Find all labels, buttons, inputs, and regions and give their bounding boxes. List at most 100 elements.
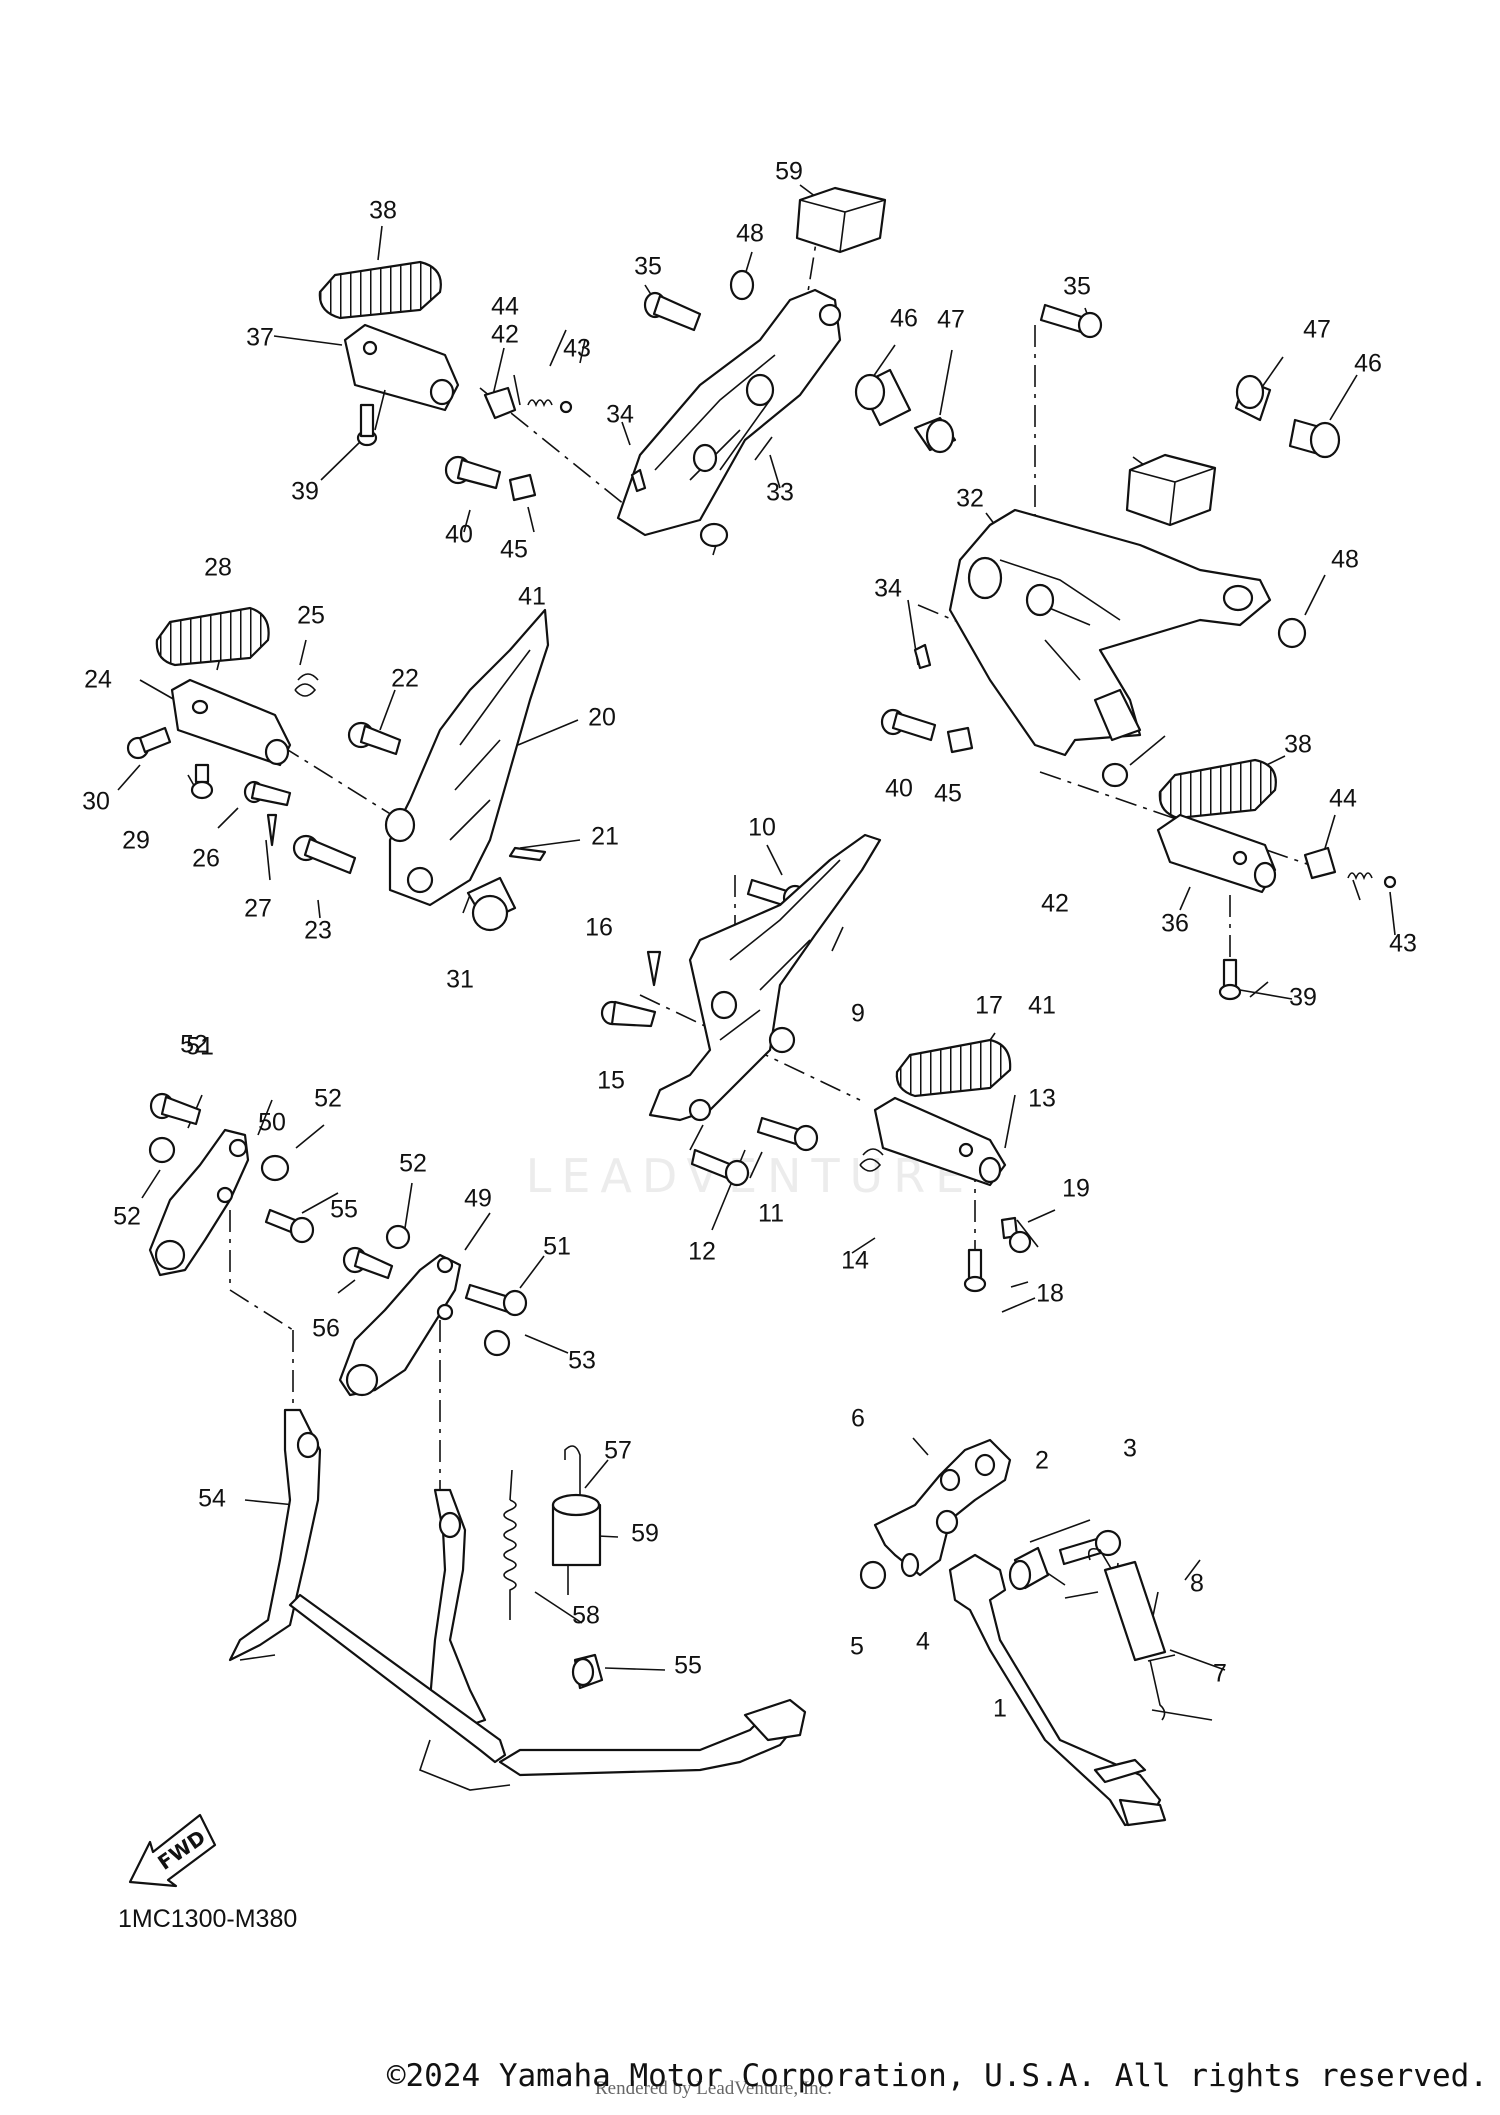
nut-41-top <box>699 522 729 548</box>
bolt-51-left <box>149 1092 202 1126</box>
callout-label: 45 <box>500 536 528 564</box>
pin-26 <box>243 780 292 807</box>
spring-42-right <box>1347 872 1373 881</box>
cotter-16 <box>646 950 662 987</box>
bolt-11 <box>756 1116 819 1152</box>
screw-18 <box>963 1248 987 1293</box>
nut-41-right <box>1101 762 1129 788</box>
callout-label: 58 <box>572 1602 600 1630</box>
left-bracket-20 <box>384 608 550 907</box>
callout-label: 32 <box>956 485 984 513</box>
collar-45-right <box>946 726 974 754</box>
rubber-block-59-top <box>795 186 887 254</box>
collar-45-top <box>508 473 537 502</box>
callout-label: 54 <box>198 1485 226 1513</box>
pin-34-right <box>913 643 932 670</box>
bushing-46-top <box>854 368 912 427</box>
peg-24 <box>170 678 292 767</box>
bolt-40-top <box>444 455 502 490</box>
callout-label: 39 <box>291 478 319 506</box>
callout-label: 14 <box>841 1247 869 1275</box>
callout-label: 49 <box>464 1185 492 1213</box>
callout-label: 45 <box>934 780 962 808</box>
peg-rubber-17 <box>895 1038 1012 1098</box>
peg-rubber-38-right <box>1158 758 1277 820</box>
bolt-35-right <box>1039 303 1103 339</box>
callout-label: 15 <box>597 1067 625 1095</box>
footer-copyright: ©2024 Yamaha Motor Corporation, U.S.A. A… <box>386 2058 1488 2094</box>
screw-29 <box>190 763 214 800</box>
callout-label: 56 <box>312 1315 340 1343</box>
collar-47-right <box>1234 374 1272 422</box>
callout-label: 6 <box>851 1405 865 1433</box>
washer-48-right <box>1277 617 1307 649</box>
callout-label: 36 <box>1161 910 1189 938</box>
callout-label: 35 <box>634 253 662 281</box>
rear-bracket-33 <box>616 288 842 537</box>
peg-36 <box>1156 813 1277 894</box>
washer-48-top <box>729 269 755 301</box>
callout-label: 55 <box>674 1652 702 1680</box>
callout-label: 55 <box>330 1196 358 1224</box>
callout-label: 52 <box>180 1031 208 1059</box>
callout-label: 44 <box>1329 785 1357 813</box>
callout-label: 57 <box>604 1437 632 1465</box>
callout-label: 59 <box>631 1520 659 1548</box>
callout-label: 29 <box>122 827 150 855</box>
callout-label: 5 <box>850 1633 864 1661</box>
bolt-55-right <box>342 1246 394 1280</box>
callout-label: 52 <box>314 1085 342 1113</box>
callout-label: 37 <box>246 324 274 352</box>
sidestand-spring-8 <box>1087 1547 1167 1721</box>
callout-label: 7 <box>1213 1660 1227 1688</box>
callout-label: 9 <box>851 1000 865 1028</box>
callout-label: 28 <box>204 554 232 582</box>
screw-39-top <box>356 403 378 447</box>
callout-label: 39 <box>1289 984 1317 1012</box>
center-stand-53 <box>228 1408 807 1791</box>
callout-label: 2 <box>1035 1447 1049 1475</box>
plate-49 <box>338 1253 462 1397</box>
peg-37 <box>343 323 460 431</box>
callout-label: 24 <box>84 666 112 694</box>
callout-label: 41 <box>1028 992 1056 1020</box>
cotter-27 <box>266 813 278 847</box>
callout-label: 12 <box>688 1238 716 1266</box>
spring-42-top <box>527 399 553 408</box>
washer-4 <box>900 1552 920 1578</box>
callout-label: 34 <box>606 401 634 429</box>
callout-label: 38 <box>369 197 397 225</box>
callout-label: 1 <box>993 1695 1007 1723</box>
plate-50 <box>148 1128 250 1277</box>
bolt-40-right <box>880 708 937 742</box>
callout-label: 48 <box>736 220 764 248</box>
rubber-54 <box>571 1653 604 1690</box>
callout-label: 59 <box>775 158 803 186</box>
callout-label: 46 <box>890 305 918 333</box>
callout-label: 26 <box>192 845 220 873</box>
nut-52-top <box>385 1224 411 1250</box>
collar-47-top <box>913 416 957 454</box>
callout-label: 25 <box>297 602 325 630</box>
callout-label: 50 <box>258 1109 286 1137</box>
fwd-arrow-icon: FWD <box>128 1813 217 1888</box>
callout-label: 30 <box>82 788 110 816</box>
callout-label: 38 <box>1284 731 1312 759</box>
callout-label: 43 <box>1389 930 1417 958</box>
callout-label: 34 <box>874 575 902 603</box>
peg-13 <box>873 1096 1007 1187</box>
callout-label: 10 <box>748 814 776 842</box>
callout-label: 21 <box>591 823 619 851</box>
sidestand-bracket-6 <box>873 1438 1012 1577</box>
callout-label: 42 <box>1041 890 1069 918</box>
nut-5 <box>859 1560 887 1590</box>
callout-label: 3 <box>1123 1435 1137 1463</box>
plate-21 <box>508 846 547 862</box>
screw-39-right <box>1218 958 1242 1001</box>
callout-label: 46 <box>1354 350 1382 378</box>
callout-label: 52 <box>399 1150 427 1178</box>
nut-52-left <box>148 1136 176 1164</box>
callout-label: 42 <box>491 321 519 349</box>
peg-rubber-38-left <box>318 260 442 320</box>
